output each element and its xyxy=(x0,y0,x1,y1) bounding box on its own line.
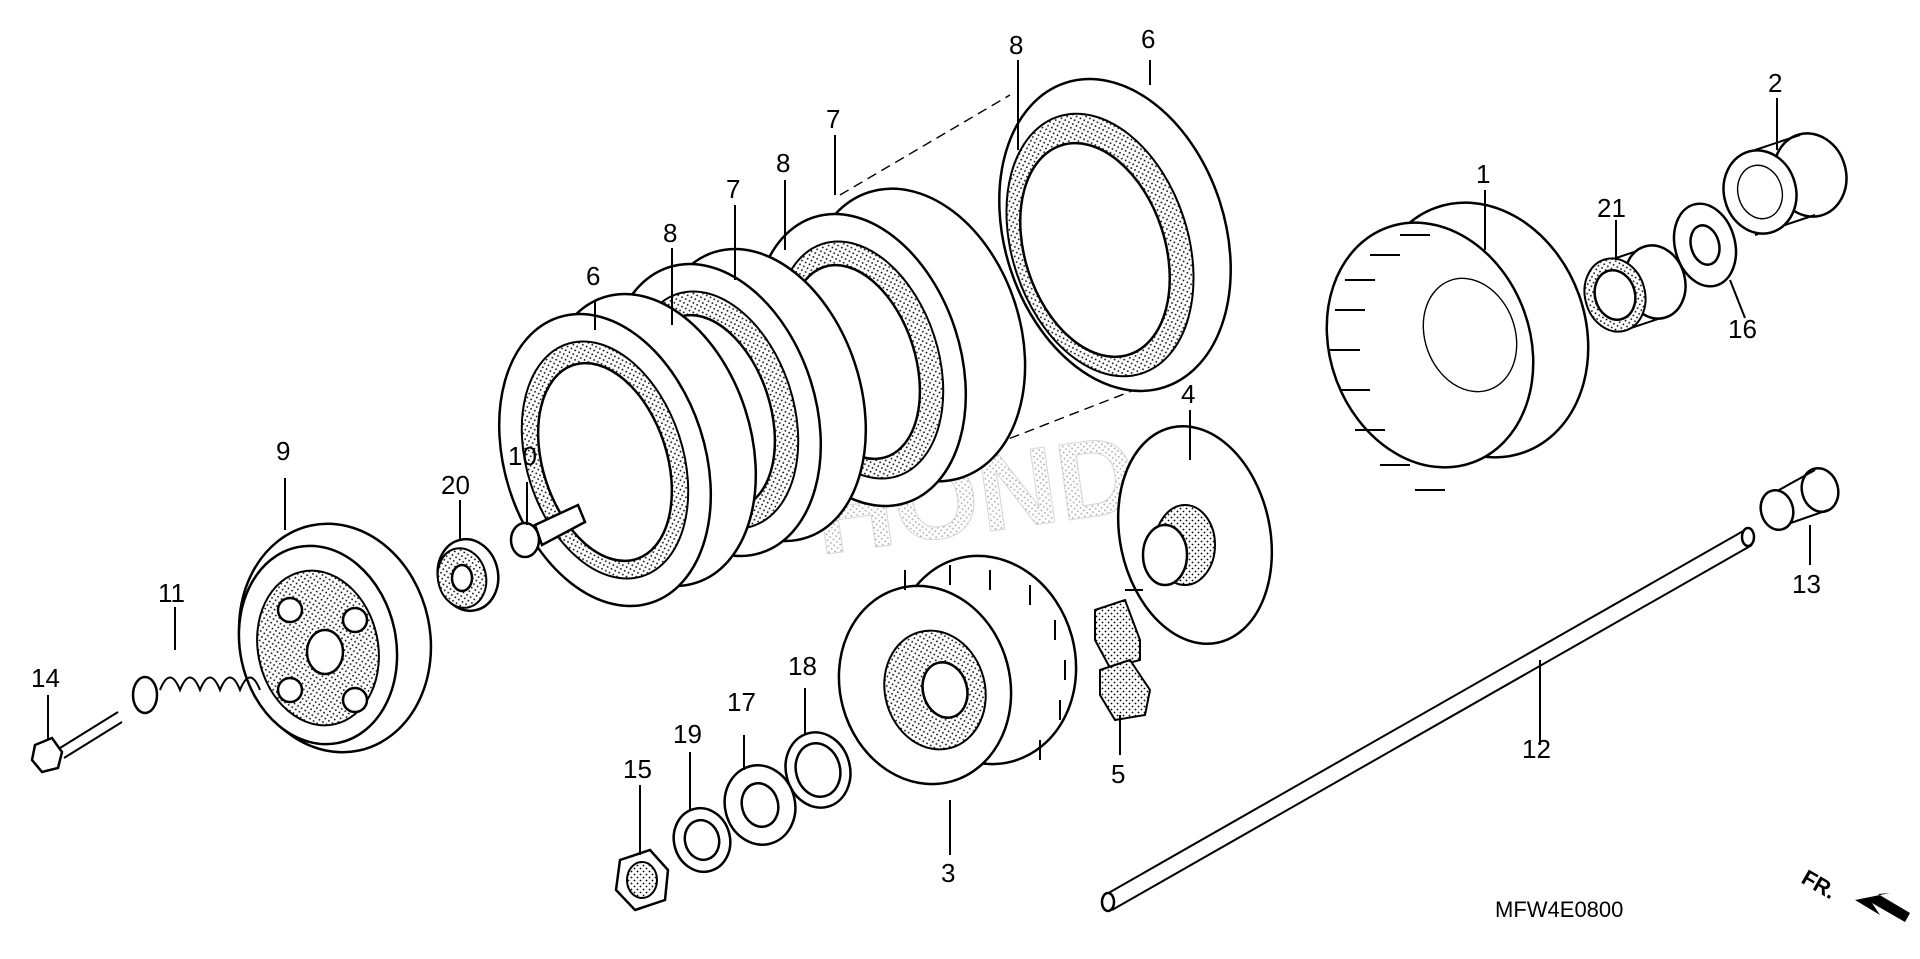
part-washer-16 xyxy=(1672,202,1738,288)
callout-18: 18 xyxy=(788,651,817,681)
callout-10: 10 xyxy=(508,441,537,471)
callout-14: 14 xyxy=(31,663,60,693)
leader-lines xyxy=(47,60,1811,855)
part-pressure-plate xyxy=(1116,425,1274,645)
callouts: 1 2 3 4 5 6 6 7 7 8 8 8 9 10 11 12 13 14… xyxy=(31,24,1821,888)
part-bolt xyxy=(30,711,123,774)
part-washer-18 xyxy=(784,731,852,809)
callout-6a: 6 xyxy=(586,261,600,291)
part-washer-19 xyxy=(672,807,732,873)
part-spring xyxy=(131,675,261,715)
part-push-rod xyxy=(1100,526,1756,913)
plate-stack xyxy=(497,77,1232,608)
part-bearing xyxy=(436,537,500,613)
part-bushing xyxy=(1759,466,1840,532)
callout-5: 5 xyxy=(1111,759,1125,789)
callout-13: 13 xyxy=(1792,569,1821,599)
callout-21: 21 xyxy=(1597,193,1626,223)
callout-7a: 7 xyxy=(726,174,740,204)
callout-4: 4 xyxy=(1181,379,1195,409)
part-collar xyxy=(1722,132,1848,236)
callout-8c: 8 xyxy=(1009,30,1023,60)
callout-3: 3 xyxy=(941,858,955,888)
front-arrow-icon xyxy=(1855,893,1910,922)
callout-8a: 8 xyxy=(663,218,677,248)
callout-17: 17 xyxy=(727,687,756,717)
callout-8b: 8 xyxy=(776,148,790,178)
front-direction-indicator: FR. xyxy=(1798,865,1910,922)
part-lock-nut xyxy=(614,848,670,912)
callout-1: 1 xyxy=(1476,159,1490,189)
alignment-lines xyxy=(839,94,1161,451)
front-direction-label: FR. xyxy=(1798,865,1841,904)
part-washer-17 xyxy=(723,764,797,846)
diagram-code: MFW4E0800 xyxy=(1495,897,1623,922)
callout-2: 2 xyxy=(1768,68,1782,98)
callout-20: 20 xyxy=(441,470,470,500)
callout-16: 16 xyxy=(1728,314,1757,344)
part-lifter-pieces xyxy=(1094,598,1152,722)
callout-11: 11 xyxy=(158,578,185,608)
callout-15: 15 xyxy=(623,754,652,784)
part-lifter-rod xyxy=(509,503,587,559)
callout-12: 12 xyxy=(1522,734,1551,764)
callout-19: 19 xyxy=(673,719,702,749)
part-lifter-plate xyxy=(237,522,433,754)
callout-7b: 7 xyxy=(826,104,840,134)
callout-9: 9 xyxy=(276,436,290,466)
part-needle-bearing xyxy=(1583,244,1687,333)
part-clutch-outer xyxy=(1325,201,1590,491)
part-clutch-center xyxy=(837,554,1078,786)
callout-6b: 6 xyxy=(1141,24,1155,54)
